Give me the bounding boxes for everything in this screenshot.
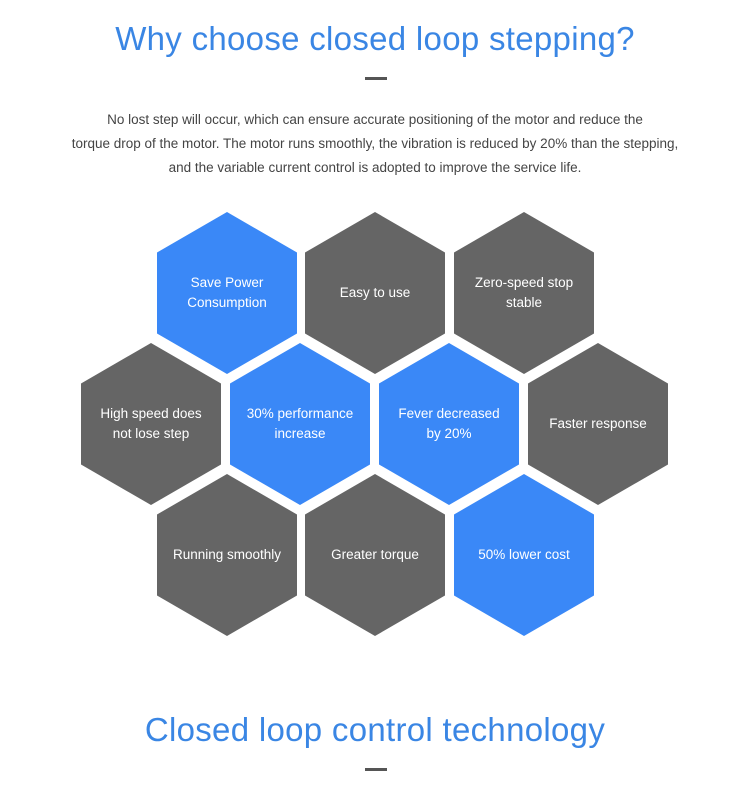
feature-hexagon: Easy to use — [305, 212, 445, 374]
intro-line: torque drop of the motor. The motor runs… — [71, 136, 679, 151]
feature-label: 50% lower cost — [478, 547, 570, 562]
feature-hexagon: Running smoothly — [157, 474, 297, 636]
feature-label: Greater torque — [331, 547, 419, 562]
feature-hexagon: Greater torque — [305, 474, 445, 636]
feature-hexagon: High speed does not lose step — [81, 343, 221, 505]
title-divider — [365, 77, 387, 80]
feature-label: Faster response — [549, 416, 647, 431]
intro-paragraph: No lost step will occur, which can ensur… — [30, 108, 720, 180]
feature-label: High speed does not lose step — [100, 406, 202, 441]
section-title: Why choose closed loop stepping? — [115, 20, 635, 57]
section-title: Closed loop control technology — [144, 711, 606, 748]
feature-label: Zero-speed stop stable — [474, 275, 574, 310]
intro-line: and the variable current control is adop… — [168, 160, 582, 175]
title-divider — [365, 768, 387, 771]
feature-hexagon: Zero-speed stop stable — [454, 212, 594, 374]
feature-hexagon: 30% performance increase — [230, 343, 370, 505]
feature-label: 30% performance increase — [246, 406, 354, 441]
feature-label: Running smoothly — [172, 547, 282, 562]
feature-hexagon: Faster response — [528, 343, 668, 505]
feature-hexagon: 50% lower cost — [454, 474, 594, 636]
feature-label: Easy to use — [339, 285, 411, 300]
intro-line: No lost step will occur, which can ensur… — [107, 112, 643, 127]
feature-hexagon: Save Power Consumption — [157, 212, 297, 374]
feature-hexagon: Fever decreased by 20% — [379, 343, 519, 505]
feature-label: Save Power Consumption — [187, 275, 267, 310]
feature-label: Fever decreased by 20% — [398, 406, 500, 441]
